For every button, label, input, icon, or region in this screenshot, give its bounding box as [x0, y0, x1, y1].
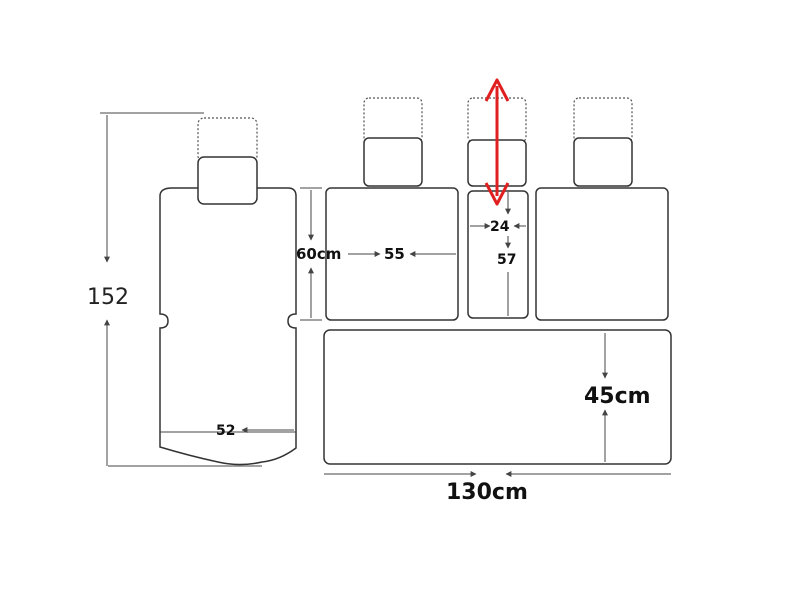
middle-width-label: 24 — [490, 219, 510, 235]
back-width-dimension: 55 — [348, 245, 456, 263]
total-length-dimension: 152 — [87, 112, 262, 467]
back-width-label: 55 — [384, 245, 405, 263]
highlight-arrow — [484, 78, 510, 206]
middle-backrest-dimension: 24 57 — [470, 192, 526, 316]
front-seat-body — [159, 187, 297, 466]
total-width-label: 130cm — [446, 480, 528, 505]
bench-depth-label: 45cm — [584, 384, 651, 409]
front-headrest-dotted — [197, 117, 258, 163]
front-headrest — [197, 156, 258, 205]
total-width-dimension: 130cm — [324, 471, 671, 505]
rear-left-headrest-dotted — [363, 97, 423, 143]
bottom-seat-width-label: 52 — [216, 423, 235, 439]
bench-depth-dimension: 45cm — [584, 333, 651, 462]
back-height-label: 60cm — [296, 245, 341, 263]
rear-left-backrest — [325, 187, 459, 321]
rear-right-backrest — [535, 187, 669, 321]
front-seat-cover: 52 — [159, 117, 297, 466]
rear-left-headrest — [363, 137, 423, 187]
back-height-dimension: 60cm — [296, 187, 341, 321]
rear-right-headrest-dotted — [573, 97, 633, 143]
rear-right-headrest — [573, 137, 633, 187]
middle-height-label: 57 — [497, 252, 516, 268]
total-length-label: 152 — [87, 285, 129, 310]
rear-bench-seat — [323, 329, 672, 465]
rear-bench-cover — [323, 97, 672, 465]
